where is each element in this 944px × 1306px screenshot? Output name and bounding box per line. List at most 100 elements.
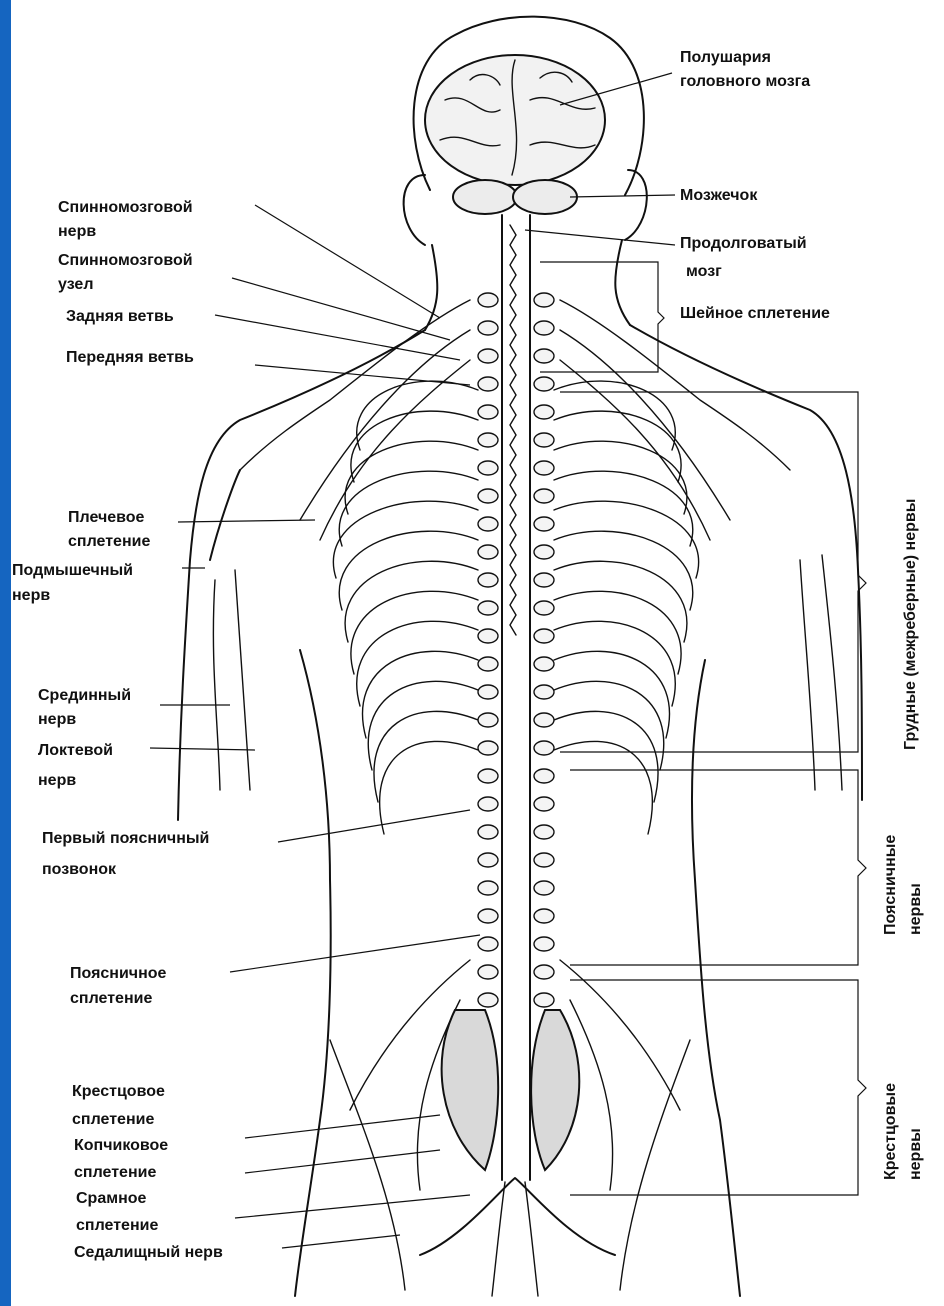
intercostal-nerve-left bbox=[333, 501, 478, 578]
ganglion bbox=[534, 937, 554, 951]
ganglion bbox=[534, 993, 554, 1007]
intercostal-nerve-right bbox=[554, 621, 675, 706]
intercostal-nerve-left bbox=[357, 621, 478, 706]
ganglion bbox=[534, 489, 554, 503]
ganglion bbox=[478, 321, 498, 335]
intercostal-nerve-left bbox=[357, 381, 478, 450]
label-ulnar-nerve-1: Локтевой bbox=[38, 742, 113, 759]
label-posterior-branch: Задняя ветвь bbox=[66, 308, 174, 325]
intercostal-nerve-right bbox=[554, 531, 693, 610]
ganglion bbox=[534, 713, 554, 727]
intercostal-nerve-left bbox=[374, 711, 478, 802]
label-anterior-branch: Передняя ветвь bbox=[66, 349, 194, 366]
ganglion bbox=[478, 713, 498, 727]
ganglion bbox=[478, 685, 498, 699]
ganglion bbox=[478, 965, 498, 979]
leader-lines bbox=[150, 73, 675, 1248]
arm-nerves bbox=[213, 555, 842, 1290]
ganglion bbox=[534, 321, 554, 335]
label-sacral-plexus-1: Крестцовое bbox=[72, 1083, 165, 1100]
ganglion bbox=[478, 349, 498, 363]
ganglion bbox=[534, 853, 554, 867]
ganglion bbox=[534, 433, 554, 447]
label-sacral-nerves-1: Крестцовые bbox=[882, 1083, 899, 1180]
label-cerebellum: Мозжечок bbox=[680, 187, 758, 204]
ganglion bbox=[478, 629, 498, 643]
ganglion bbox=[534, 629, 554, 643]
ganglion bbox=[478, 377, 498, 391]
ganglion bbox=[478, 937, 498, 951]
label-pudendal-plexus-2: сплетение bbox=[76, 1217, 158, 1234]
label-medulla-2: мозг bbox=[686, 263, 722, 280]
intercostal-nerve-right bbox=[554, 501, 699, 578]
ganglion bbox=[534, 685, 554, 699]
ganglion bbox=[534, 825, 554, 839]
intercostal-nerve-right bbox=[554, 561, 687, 642]
label-sciatic-nerve: Седалищный нерв bbox=[74, 1244, 223, 1261]
ganglion bbox=[534, 657, 554, 671]
spinal-ganglia bbox=[478, 293, 554, 1007]
intercostal-nerve-right bbox=[554, 711, 658, 802]
label-median-nerve-1: Срединный bbox=[38, 687, 131, 704]
label-spinal-nerve-1: Спинномозговой bbox=[58, 199, 193, 216]
label-first-lumbar-vertebra-2: позвонок bbox=[42, 861, 117, 878]
spinal-cord bbox=[502, 215, 530, 1180]
ganglion bbox=[478, 573, 498, 587]
label-cervical-plexus: Шейное сплетение bbox=[680, 305, 830, 322]
label-lumbar-plexus-2: сплетение bbox=[70, 990, 152, 1007]
sacral-nerve-masses bbox=[442, 1010, 580, 1170]
ganglion bbox=[478, 433, 498, 447]
ganglion bbox=[534, 769, 554, 783]
brain bbox=[425, 55, 605, 214]
ganglion bbox=[534, 965, 554, 979]
ganglion bbox=[478, 405, 498, 419]
ganglion bbox=[534, 797, 554, 811]
label-cerebral-hemispheres-2: головного мозга bbox=[680, 73, 810, 90]
intercostal-nerve-right bbox=[554, 441, 687, 514]
intercostal-nerve-right bbox=[554, 471, 693, 546]
label-lumbar-nerves-1: Поясничные bbox=[882, 835, 899, 935]
ganglion bbox=[534, 909, 554, 923]
ganglion bbox=[478, 489, 498, 503]
label-ulnar-nerve-2: нерв bbox=[38, 772, 76, 789]
label-coccygeal-plexus-2: сплетение bbox=[74, 1164, 156, 1181]
label-lumbar-plexus-1: Поясничное bbox=[70, 965, 167, 982]
intercostal-nerve-left bbox=[339, 471, 478, 546]
ganglion bbox=[478, 797, 498, 811]
intercostal-nerve-left bbox=[339, 531, 478, 610]
intercostal-nerve-right bbox=[554, 741, 652, 834]
label-sacral-plexus-2: сплетение bbox=[72, 1111, 154, 1128]
label-spinal-nerve-2: нерв bbox=[58, 223, 96, 240]
ganglion bbox=[534, 349, 554, 363]
intercostal-nerve-right bbox=[554, 651, 669, 738]
ganglion bbox=[534, 293, 554, 307]
ganglion bbox=[534, 517, 554, 531]
ganglion bbox=[534, 545, 554, 559]
label-sacral-nerves-2: нервы bbox=[907, 1128, 924, 1180]
intercostal-nerve-left bbox=[345, 561, 478, 642]
ganglion bbox=[534, 461, 554, 475]
ganglion bbox=[534, 741, 554, 755]
ganglion bbox=[478, 517, 498, 531]
plexus-nerve bbox=[300, 330, 470, 520]
ganglion bbox=[534, 881, 554, 895]
intercostal-nerve-right bbox=[554, 681, 664, 770]
label-medulla-1: Продолговатый bbox=[680, 235, 807, 252]
ganglion bbox=[478, 881, 498, 895]
intercostal-nerve-left bbox=[345, 441, 478, 514]
plexus-nerve bbox=[560, 330, 730, 520]
ganglion bbox=[478, 909, 498, 923]
label-first-lumbar-vertebra-1: Первый поясничный bbox=[42, 830, 209, 847]
ganglion bbox=[478, 825, 498, 839]
ganglion bbox=[478, 461, 498, 475]
label-axillary-nerve-1: Подмышечный bbox=[12, 562, 133, 579]
ganglion bbox=[478, 657, 498, 671]
ganglion bbox=[534, 377, 554, 391]
intercostal-nerve-left bbox=[351, 591, 478, 674]
label-coccygeal-plexus-1: Копчиковое bbox=[74, 1137, 168, 1154]
ganglion bbox=[478, 545, 498, 559]
label-median-nerve-2: нерв bbox=[38, 711, 76, 728]
label-axillary-nerve-2: нерв bbox=[12, 587, 50, 604]
ganglion bbox=[534, 573, 554, 587]
